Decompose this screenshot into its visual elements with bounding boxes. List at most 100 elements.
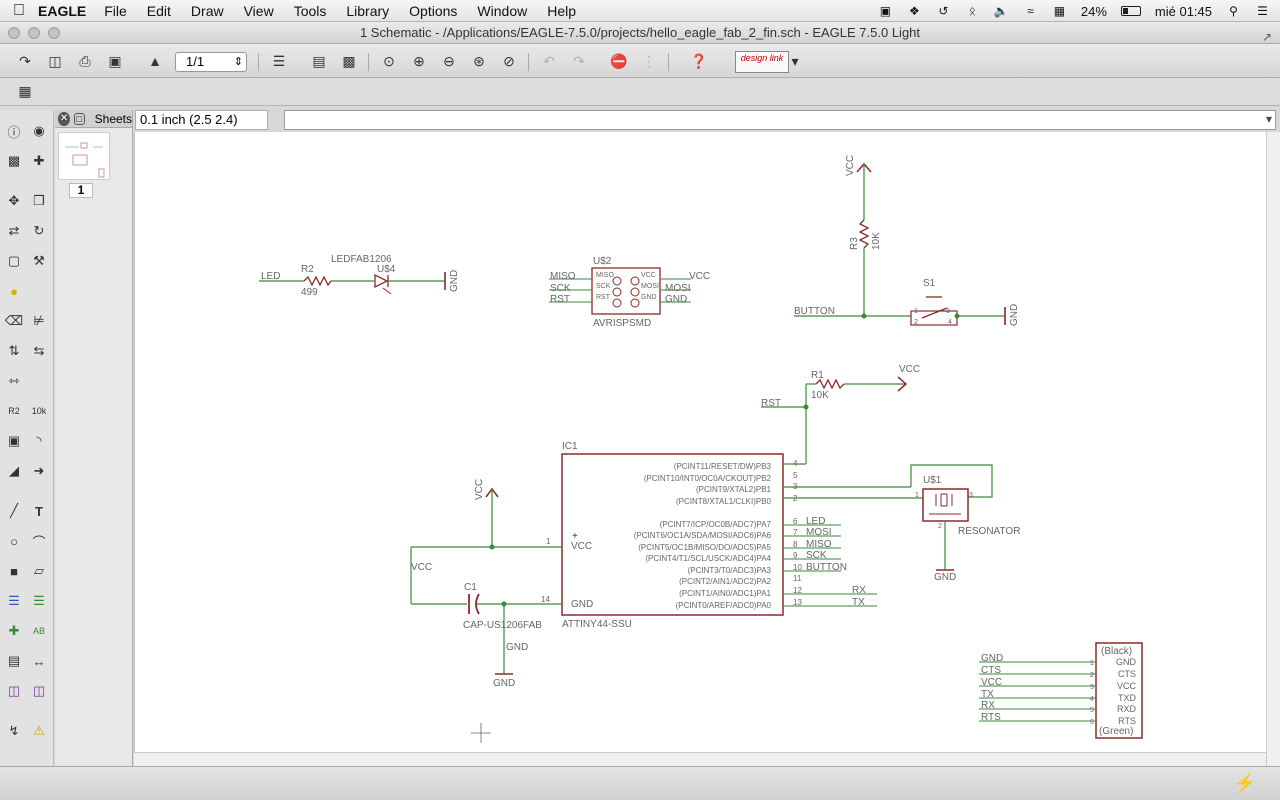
label-icon[interactable]: AB — [32, 626, 45, 636]
smash-icon[interactable]: ▣ — [7, 433, 21, 448]
save-icon[interactable]: ◫ — [48, 52, 62, 69]
invoke-icon[interactable]: ➜ — [33, 463, 45, 478]
grid-icon[interactable]: ▦ — [18, 82, 32, 99]
vertical-scrollbar[interactable] — [1266, 132, 1280, 766]
dropbox-icon[interactable]: ❖ — [908, 4, 920, 18]
float-panel-icon[interactable]: □ — [74, 112, 85, 125]
net-icon[interactable]: ☰ — [33, 593, 45, 608]
redraw-icon[interactable]: ⊛ — [473, 52, 485, 69]
polygon-icon[interactable]: ▱ — [34, 563, 44, 578]
delete-icon[interactable]: ⌫ — [4, 313, 24, 328]
zoom-in-icon[interactable]: ⊕ — [413, 52, 425, 69]
design-link-dropdown-icon[interactable]: ▾ — [791, 52, 799, 69]
menubar-clock[interactable]: mié 01:45 — [1154, 3, 1212, 19]
menu-options[interactable]: Options — [409, 2, 458, 19]
zoom-fit-icon[interactable]: ⊙ — [383, 52, 395, 69]
close-window-button[interactable] — [8, 27, 20, 39]
stop-command-icon[interactable]: ⚡ — [1233, 773, 1256, 793]
pinswap-icon[interactable]: ⇅ — [8, 343, 20, 358]
menu-file[interactable]: File — [104, 2, 127, 19]
move-icon[interactable]: ✥ — [8, 193, 20, 208]
volume-icon[interactable]: 🔈 — [993, 4, 1009, 18]
copy-icon[interactable]: ❐ — [33, 193, 45, 208]
sheet-thumbnail[interactable] — [58, 132, 110, 180]
mcu-net-label: MOSI — [806, 527, 832, 538]
apple-menu-icon[interactable]:  — [0, 2, 38, 20]
design-link-button[interactable]: design link — [735, 51, 789, 73]
rotate-icon[interactable]: ↻ — [33, 223, 45, 238]
wifi-icon[interactable]: ≈ — [1027, 4, 1034, 18]
change-icon[interactable]: ⚒ — [33, 253, 45, 268]
redo-icon[interactable]: ↷ — [573, 52, 585, 69]
bluetooth-icon[interactable]: ᛟ — [968, 4, 976, 18]
ulp-icon[interactable]: ☰ — [272, 52, 286, 69]
text-icon[interactable]: T — [35, 503, 43, 519]
junction-icon[interactable]: ✚ — [8, 623, 20, 638]
time-machine-icon[interactable]: ↺ — [938, 4, 949, 18]
frame-icon[interactable]: ◫ — [7, 683, 21, 698]
info-icon[interactable]: ⓘ — [7, 124, 21, 140]
spotlight-icon[interactable]: ⚲ — [1229, 4, 1238, 18]
erc-icon[interactable]: ↯ — [8, 723, 20, 738]
menu-library[interactable]: Library — [346, 2, 390, 19]
errors-icon[interactable]: ⚠ — [33, 723, 45, 738]
miter-icon[interactable]: ◝ — [36, 433, 42, 448]
module-icon[interactable]: ◫ — [32, 683, 46, 698]
minimize-window-button[interactable] — [28, 27, 40, 39]
menu-edit[interactable]: Edit — [146, 2, 171, 19]
print-icon[interactable]: ⎙ — [79, 52, 91, 69]
menu-view[interactable]: View — [243, 2, 274, 19]
stop-icon[interactable]: ⛔ — [610, 52, 628, 69]
undo-icon[interactable]: ↶ — [543, 52, 555, 69]
schematic-canvas[interactable]: LED R2 499 LEDFAB1206 U$4 GND — [134, 132, 1266, 752]
menu-help[interactable]: Help — [547, 2, 577, 19]
horizontal-scrollbar[interactable] — [134, 752, 1266, 766]
hangouts-icon[interactable]: ▣ — [879, 4, 892, 18]
arc-icon[interactable]: ⌒ — [32, 534, 46, 550]
ftdi-net-label: TX — [981, 689, 994, 700]
replace-icon[interactable]: ⇿ — [8, 373, 20, 388]
open-icon[interactable]: ↷ — [19, 52, 31, 69]
close-panel-icon[interactable]: ✕ — [58, 111, 71, 126]
go-icon[interactable]: ⋮ — [642, 52, 656, 69]
board-switch-icon[interactable]: ▲ — [148, 53, 162, 69]
calendar-icon[interactable]: ▦ — [1053, 4, 1066, 18]
mirror-icon[interactable]: ⇄ — [8, 223, 20, 238]
zoom-select-icon[interactable]: ⊘ — [503, 52, 515, 69]
attribute-icon[interactable]: ▤ — [7, 653, 21, 668]
zoom-out-icon[interactable]: ⊖ — [443, 52, 455, 69]
gateswap-icon[interactable]: ⇆ — [33, 343, 45, 358]
add-icon[interactable]: ⊭ — [33, 313, 45, 328]
zoom-window-button[interactable] — [48, 27, 60, 39]
help-icon[interactable]: ❓ — [690, 52, 708, 69]
show-icon[interactable]: ◉ — [33, 123, 45, 138]
cam-processor-icon[interactable]: ▣ — [108, 52, 122, 69]
rect-icon[interactable]: ■ — [10, 563, 18, 579]
display-layers-icon[interactable]: ▩ — [7, 153, 21, 168]
battery-icon[interactable] — [1120, 6, 1141, 16]
circle-icon[interactable]: ○ — [10, 533, 18, 549]
group-icon[interactable]: ▢ — [7, 253, 21, 268]
run-icon[interactable]: ▩ — [342, 52, 356, 69]
split-icon[interactable]: ◢ — [9, 463, 19, 478]
command-line-input[interactable] — [284, 110, 1276, 130]
fullscreen-icon[interactable]: ↗ — [1261, 30, 1272, 44]
menu-window[interactable]: Window — [477, 2, 528, 19]
paste-icon[interactable]: ● — [10, 283, 18, 299]
menu-draw[interactable]: Draw — [190, 2, 224, 19]
notification-center-icon[interactable]: ☰ — [1257, 4, 1268, 18]
bus-icon[interactable]: ☰ — [8, 593, 20, 608]
sheet-number[interactable]: 1 — [69, 183, 93, 198]
app-menu[interactable]: EAGLE — [38, 2, 87, 19]
value-icon[interactable]: 10k — [31, 406, 47, 416]
name-icon[interactable]: R2 — [8, 406, 20, 416]
script-icon[interactable]: ▤ — [312, 52, 326, 69]
mark-icon[interactable]: ✚ — [33, 153, 45, 168]
dimension-icon[interactable]: ↔ — [32, 653, 46, 669]
menu-tools[interactable]: Tools — [293, 2, 327, 19]
resonator-name: U$1 — [923, 475, 942, 486]
s1-pin-3: 3 — [946, 308, 950, 315]
sheet-select[interactable]: 1/1 — [175, 52, 247, 72]
wire-icon[interactable]: ╱ — [10, 503, 18, 518]
junction-switch — [954, 313, 960, 319]
